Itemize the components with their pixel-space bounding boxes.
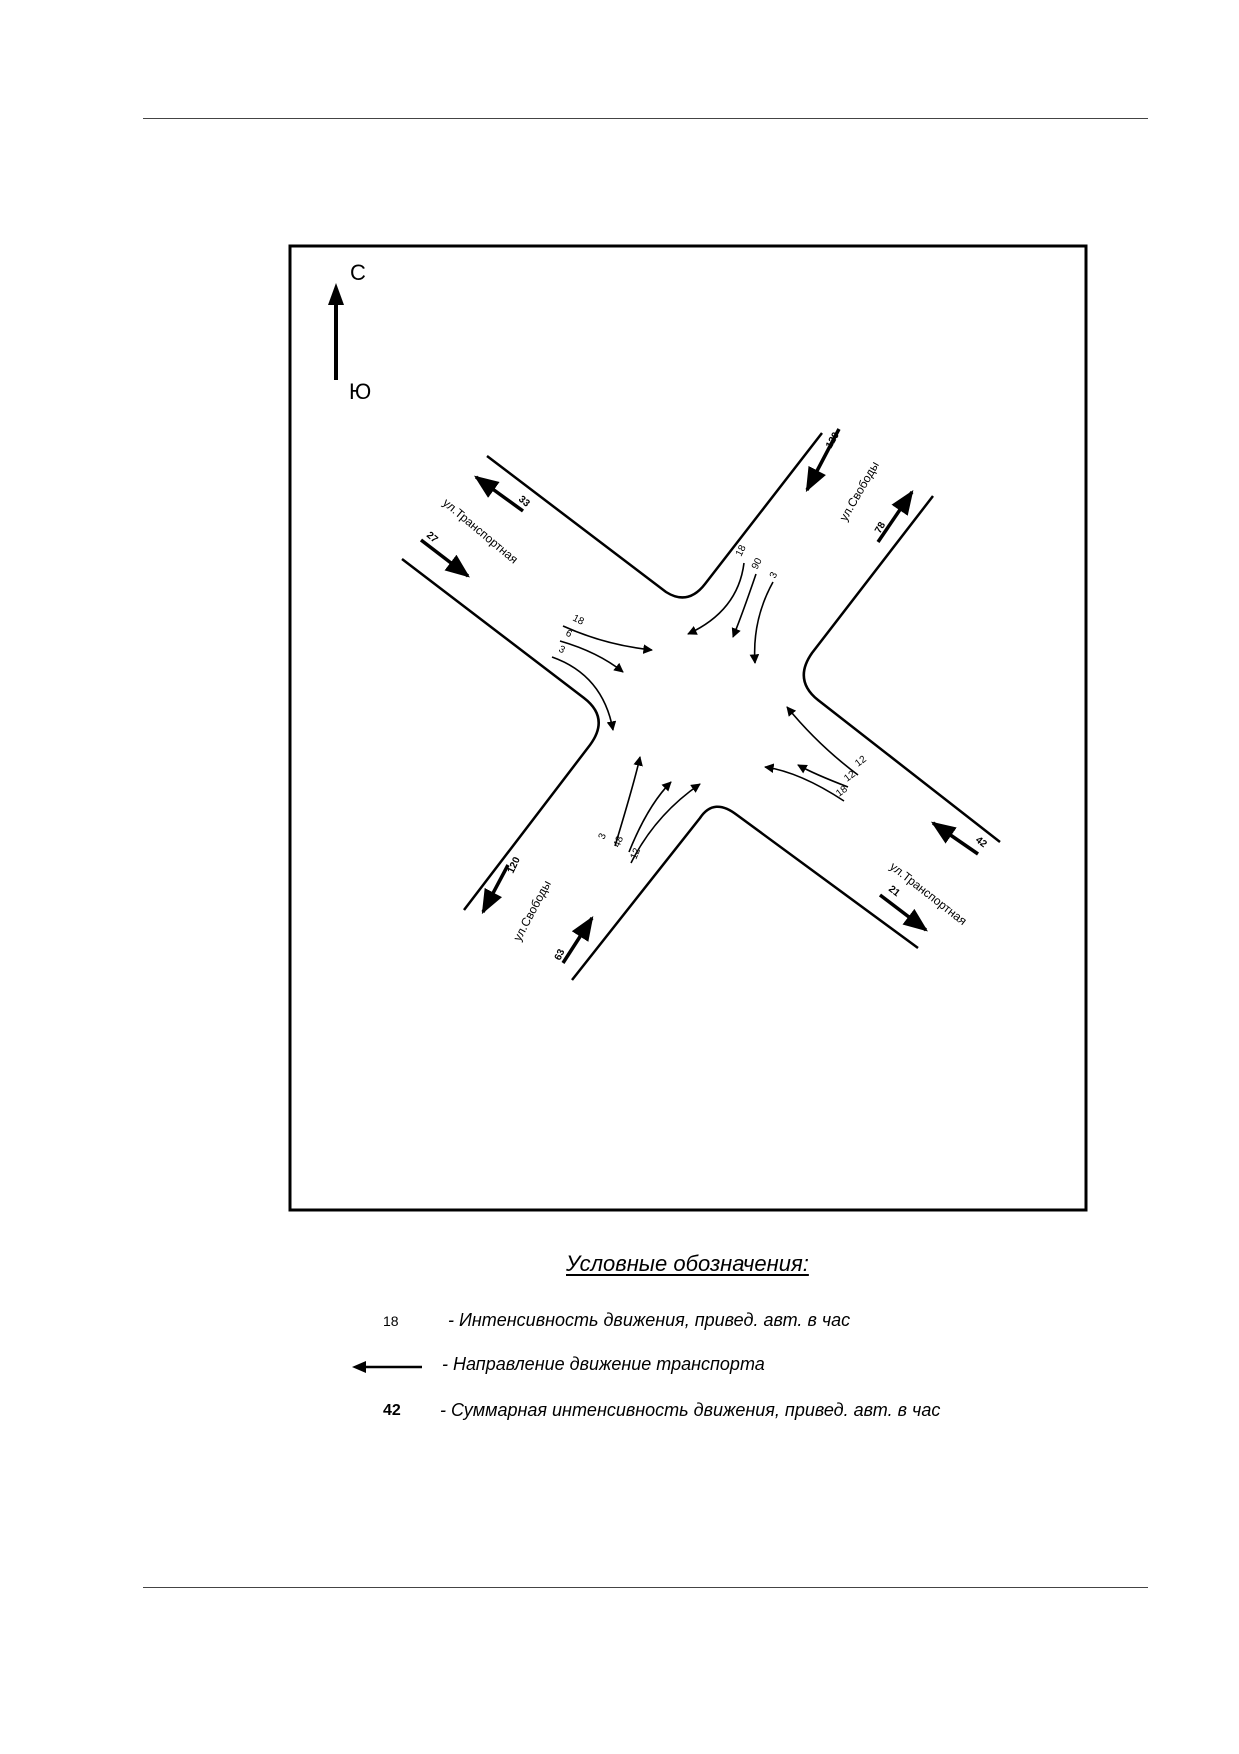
street-name-svobody-sw: ул.Свободы <box>510 878 554 943</box>
nw-out-arrow <box>474 475 525 513</box>
west-movement-3 <box>551 656 617 731</box>
total-flow-arrows <box>419 428 979 964</box>
legend-text-intensity: - Интенсивность движения, привед. авт. в… <box>448 1310 851 1330</box>
diagram-frame <box>288 244 1088 1212</box>
street-names: ул.Транспортная ул.Транспортная ул.Свобо… <box>440 459 969 944</box>
legend-item-intensity: 18 - Интенсивность движения, привед. авт… <box>360 1310 1060 1340</box>
north-movement-label-1: 18 <box>734 543 749 558</box>
compass-south: Ю <box>349 379 371 404</box>
legend-symbol-intensity: 18 <box>383 1313 399 1329</box>
ne-in-total: 120 <box>824 430 842 450</box>
south-movement-label-2: 48 <box>612 834 627 849</box>
ne-out-total: 78 <box>873 520 888 536</box>
north-arrow-icon <box>328 283 344 305</box>
bottom-rule <box>143 1587 1148 1588</box>
sw-out-arrow <box>481 864 510 915</box>
north-movement-1 <box>687 562 745 635</box>
south-movement-label-3: 12 <box>629 846 644 861</box>
east-movement-label-2: 12 <box>842 769 858 785</box>
east-movement-2 <box>797 764 849 788</box>
sw-out-total: 120 <box>506 855 523 875</box>
movement-labels: 18 6 3 18 90 3 12 12 18 3 48 12 <box>557 543 869 861</box>
north-movement-label-2: 90 <box>750 556 765 571</box>
east-movement-3 <box>764 763 845 802</box>
legend-item-direction: - Направление движение транспорта <box>352 1354 1060 1384</box>
compass-north: С <box>350 260 366 285</box>
turning-movements <box>551 562 859 864</box>
legend-text-total: - Суммарная интенсивность движения, прив… <box>440 1400 941 1420</box>
legend-item-total: 42 - Суммарная интенсивность движения, п… <box>360 1400 1060 1430</box>
road-edge-east <box>802 495 1001 843</box>
top-rule <box>143 118 1148 119</box>
road-edge-north <box>486 432 823 599</box>
west-movement-2 <box>559 640 624 673</box>
sw-in-total: 63 <box>553 947 568 962</box>
compass: С Ю <box>328 260 371 404</box>
south-movement-1 <box>614 756 643 847</box>
south-movement-2 <box>628 781 672 853</box>
south-movement-label-1: 3 <box>597 831 609 841</box>
west-movement-label-3: 3 <box>557 644 567 657</box>
road-edge-west <box>401 558 600 911</box>
street-name-svobody-ne: ул.Свободы <box>836 459 881 524</box>
east-movement-1 <box>786 706 859 776</box>
ne-out-arrow <box>876 489 914 543</box>
street-name-transportnaya-se: ул.Транспортная <box>887 859 969 928</box>
road-edges <box>401 432 1001 981</box>
legend-text-direction: - Направление движение транспорта <box>442 1354 765 1374</box>
se-out-arrow <box>878 893 928 932</box>
north-movement-3 <box>749 581 774 664</box>
west-movement-label-2: 6 <box>564 628 574 641</box>
sw-in-arrow <box>561 915 594 964</box>
east-movement-label-1: 12 <box>853 754 869 770</box>
north-movement-label-3: 3 <box>768 570 781 580</box>
se-out-total: 21 <box>886 884 902 900</box>
legend-title: Условные обозначения: <box>566 1251 809 1276</box>
road-edge-south <box>571 805 919 981</box>
nw-in-arrow <box>419 538 470 578</box>
north-movement-2 <box>731 573 757 638</box>
south-movement-3 <box>630 783 701 864</box>
street-name-transportnaya-nw: ул.Транспортная <box>440 496 521 567</box>
ne-in-arrow <box>805 428 841 493</box>
se-in-arrow <box>930 821 979 856</box>
west-movement-label-1: 18 <box>571 613 586 628</box>
direction-arrow-icon <box>352 1361 422 1373</box>
west-movement-1 <box>562 625 653 654</box>
se-in-total: 42 <box>973 835 989 851</box>
legend-symbol-total: 42 <box>383 1402 401 1419</box>
